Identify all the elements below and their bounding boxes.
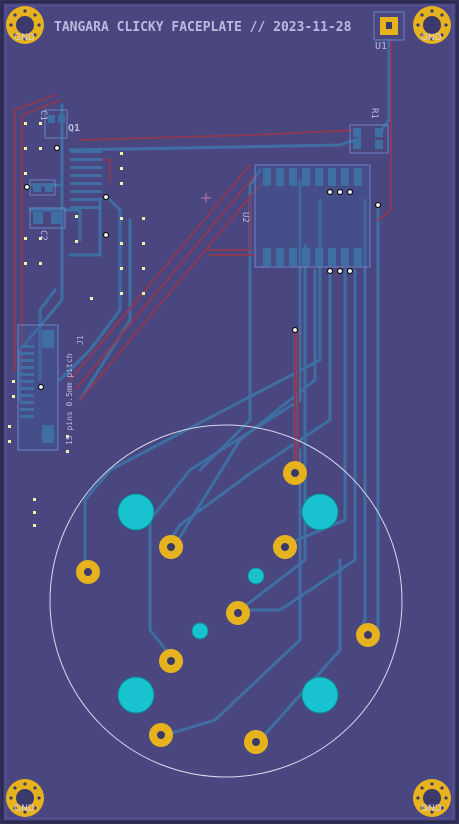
u1-pad-hole (386, 22, 392, 29)
q1-footprint (44, 109, 68, 139)
switch-pad (149, 723, 173, 747)
origin-crosshair (201, 193, 211, 203)
clickwheel-outline (49, 424, 403, 778)
switch-pad (356, 623, 380, 647)
u2-label: U2 (240, 212, 250, 223)
c2-footprint (29, 207, 66, 229)
gnd-mount-bottom-right: GND (413, 779, 451, 817)
switch-pads (76, 461, 380, 754)
switch-pad (226, 601, 250, 625)
c2-label: C2 (38, 230, 48, 241)
connector-ref: J1 (76, 335, 85, 345)
board-title: TANGARA CLICKY FACEPLATE // 2023-11-28 (54, 20, 352, 35)
board-inner-edge (5, 5, 454, 819)
wheel-mounting-holes (117, 493, 339, 714)
switch-pad (244, 730, 268, 754)
gnd-label: GND (421, 804, 442, 814)
c1-label: C1 (38, 110, 48, 121)
r1-label: R1 (369, 108, 379, 119)
gnd-label: GND (14, 804, 35, 814)
back-copper-traces (18, 38, 391, 742)
r1-footprint (349, 124, 389, 154)
connector-note: 15 pins 0.5mm pitch (65, 353, 74, 445)
vias (23, 144, 382, 391)
gnd-mount-top-right: GND (413, 6, 451, 44)
u1-footprint (373, 11, 405, 41)
gnd-mount-top-left: GND (6, 6, 44, 44)
switch-pad (273, 535, 297, 559)
gnd-label: GND (421, 33, 442, 43)
u1-label: U1 (375, 41, 387, 52)
u2-pads (263, 168, 362, 266)
switch-pad (159, 535, 183, 559)
switch-pad (159, 649, 183, 673)
connector-pads (20, 330, 54, 443)
u2-footprint (254, 164, 371, 268)
test-points (8, 122, 145, 527)
switch-pad (76, 560, 100, 584)
gnd-label: GND (14, 33, 35, 43)
switch-pad (283, 461, 307, 485)
q1-label: Q1 (68, 123, 80, 134)
gnd-mount-bottom-left: GND (6, 779, 44, 817)
passive-pads (33, 115, 383, 224)
